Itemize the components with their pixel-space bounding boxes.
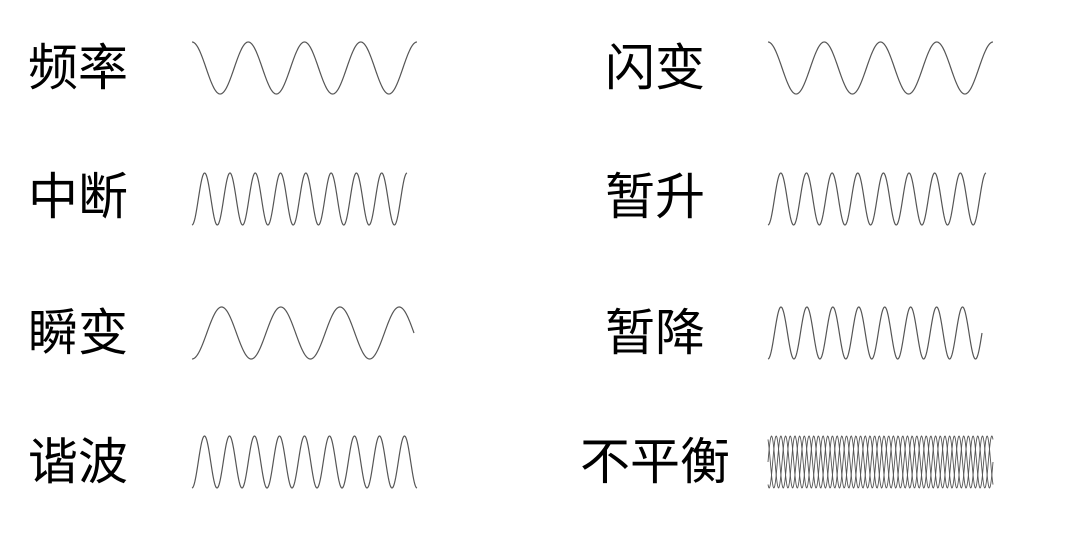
interruption-wave-icon bbox=[191, 169, 424, 229]
sag-wave-line-0 bbox=[767, 306, 983, 360]
label-swell: 暂升 bbox=[605, 168, 705, 226]
unbalance-wave-icon bbox=[767, 432, 1000, 492]
unbalance-wave-line-0 bbox=[767, 435, 994, 489]
unbalance-wave-line-2 bbox=[767, 435, 994, 489]
label-flicker: 闪变 bbox=[605, 39, 705, 97]
flicker-wave-line-0 bbox=[767, 41, 994, 95]
label-frequency: 频率 bbox=[28, 39, 128, 97]
frequency-wave-line-0 bbox=[191, 41, 418, 95]
sag-wave-icon bbox=[767, 303, 1000, 363]
interruption-wave-line-0 bbox=[191, 172, 408, 226]
swell-wave-icon bbox=[767, 169, 1000, 229]
frequency-wave-icon bbox=[191, 38, 424, 98]
swell-wave-line-0 bbox=[767, 172, 987, 226]
flicker-wave-icon bbox=[767, 38, 1000, 98]
unbalance-wave-line-1 bbox=[767, 435, 994, 489]
transient-wave-line-0 bbox=[191, 306, 415, 360]
label-interruption: 中断 bbox=[28, 168, 128, 226]
label-unbalance: 不平衡 bbox=[580, 433, 730, 491]
harmonic-wave-icon bbox=[191, 432, 424, 492]
label-harmonic: 谐波 bbox=[28, 433, 128, 491]
transient-wave-icon bbox=[191, 303, 424, 363]
label-transient: 瞬变 bbox=[28, 304, 128, 362]
harmonic-wave-line-0 bbox=[191, 435, 418, 489]
label-sag: 暂降 bbox=[605, 304, 705, 362]
